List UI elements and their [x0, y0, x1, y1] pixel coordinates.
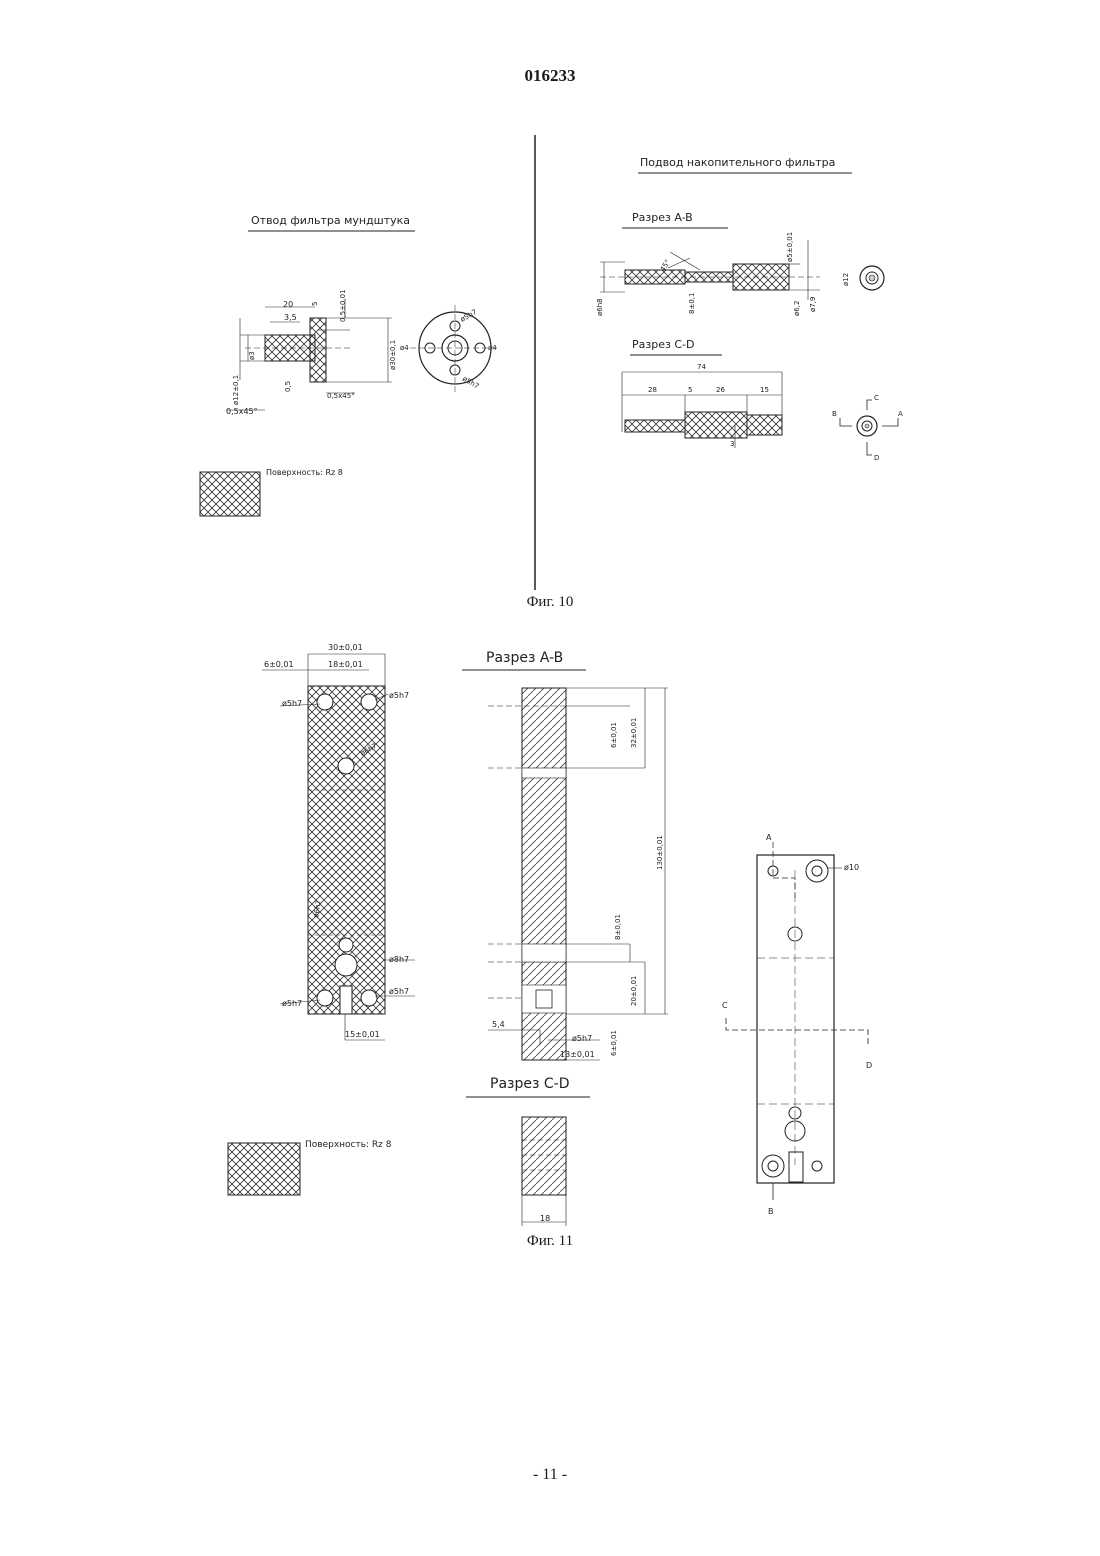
dim: 8±0,1: [688, 293, 696, 314]
dim: ø4: [488, 344, 497, 352]
dim: 8±0,01: [614, 914, 622, 940]
marker-label: B: [832, 410, 837, 418]
dim: 5: [688, 386, 692, 394]
marker-label: C: [874, 394, 879, 402]
dim: 26: [716, 386, 725, 394]
fig10-section-cd-title: Разрез C-D: [632, 338, 694, 351]
dim: 3: [730, 440, 734, 448]
fig10-left-title: Отвод фильтра мундштука: [251, 214, 410, 227]
fig11-caption: Фиг. 11: [0, 1233, 1100, 1250]
marker-label: A: [766, 833, 772, 842]
fig10-legend-label: Поверхность: Rz 8: [266, 468, 343, 477]
fig11-legend-label: Поверхность: Rz 8: [305, 1140, 392, 1150]
dim: ø4: [400, 344, 409, 352]
dim: ø8h7: [389, 955, 409, 964]
dim: 6±0,01: [610, 722, 618, 748]
dim: 18: [540, 1214, 550, 1223]
marker-label: C: [722, 1001, 728, 1010]
dim: 6±0,01: [264, 660, 294, 669]
marker-label: D: [874, 454, 879, 462]
dim: 5: [311, 302, 319, 306]
marker-label: B: [768, 1207, 774, 1216]
dim: 0,5x45°: [327, 392, 355, 400]
dim: ø12: [842, 273, 850, 286]
dim: 3,5: [284, 313, 297, 322]
dim: ø5h7: [282, 999, 302, 1008]
dim: 6±0,01: [610, 1030, 618, 1056]
dim: ø7,9: [809, 297, 817, 312]
dim: 20±0,01: [630, 976, 638, 1006]
dim: 130±0,01: [656, 835, 664, 870]
dim: ø12±0,1: [232, 375, 240, 405]
marker-label: A: [898, 410, 903, 418]
dim: 15±0,01: [345, 1030, 380, 1039]
fig10-right-title: Подвод накопительного фильтра: [640, 156, 835, 169]
fig10-left-drawing: [200, 231, 500, 516]
marker-label: D: [866, 1061, 872, 1070]
dim: ø5h7: [461, 375, 480, 391]
dim: ø3: [248, 351, 256, 360]
dim: 5,4: [492, 1020, 505, 1029]
dim: ø6,2: [793, 301, 801, 316]
dim: ø6h8: [596, 298, 604, 316]
dim: 74: [697, 363, 706, 371]
fig10-caption: Фиг. 10: [0, 594, 1100, 611]
dim: ø5±0,01: [786, 232, 794, 262]
fig11-section-cd: [466, 1097, 590, 1226]
dim: ø5h7: [389, 691, 409, 700]
dim: ø30±0,1: [389, 340, 397, 370]
dim: ø5h7: [282, 699, 302, 708]
dim: 18±0,01: [328, 660, 363, 669]
dim: 30±0,01: [328, 643, 363, 652]
fig11-section-ab-title: Разрез A-B: [486, 650, 563, 666]
fig10-section-ab-title: Разрез A-B: [632, 211, 693, 224]
fig11-section-cd-title: Разрез C-D: [490, 1076, 569, 1092]
dim: 13±0,01: [560, 1050, 595, 1059]
dim: 20: [283, 300, 293, 309]
dim: ø10: [844, 863, 859, 872]
dim: 32±0,01: [630, 718, 638, 748]
dim: 0,5: [284, 381, 292, 392]
dim: 15: [760, 386, 769, 394]
page-number: - 11 -: [0, 1466, 1100, 1484]
fig11-plan-view: [726, 842, 868, 1200]
fig11-plate-view: [228, 654, 415, 1195]
dim: ø5h7: [459, 308, 478, 324]
dim: 0,5x45°: [226, 407, 258, 416]
dim: ø5h7: [389, 987, 409, 996]
dim: 28: [648, 386, 657, 394]
dim: 0,5±0,01: [339, 289, 347, 322]
dim: ø5h7: [572, 1034, 592, 1043]
